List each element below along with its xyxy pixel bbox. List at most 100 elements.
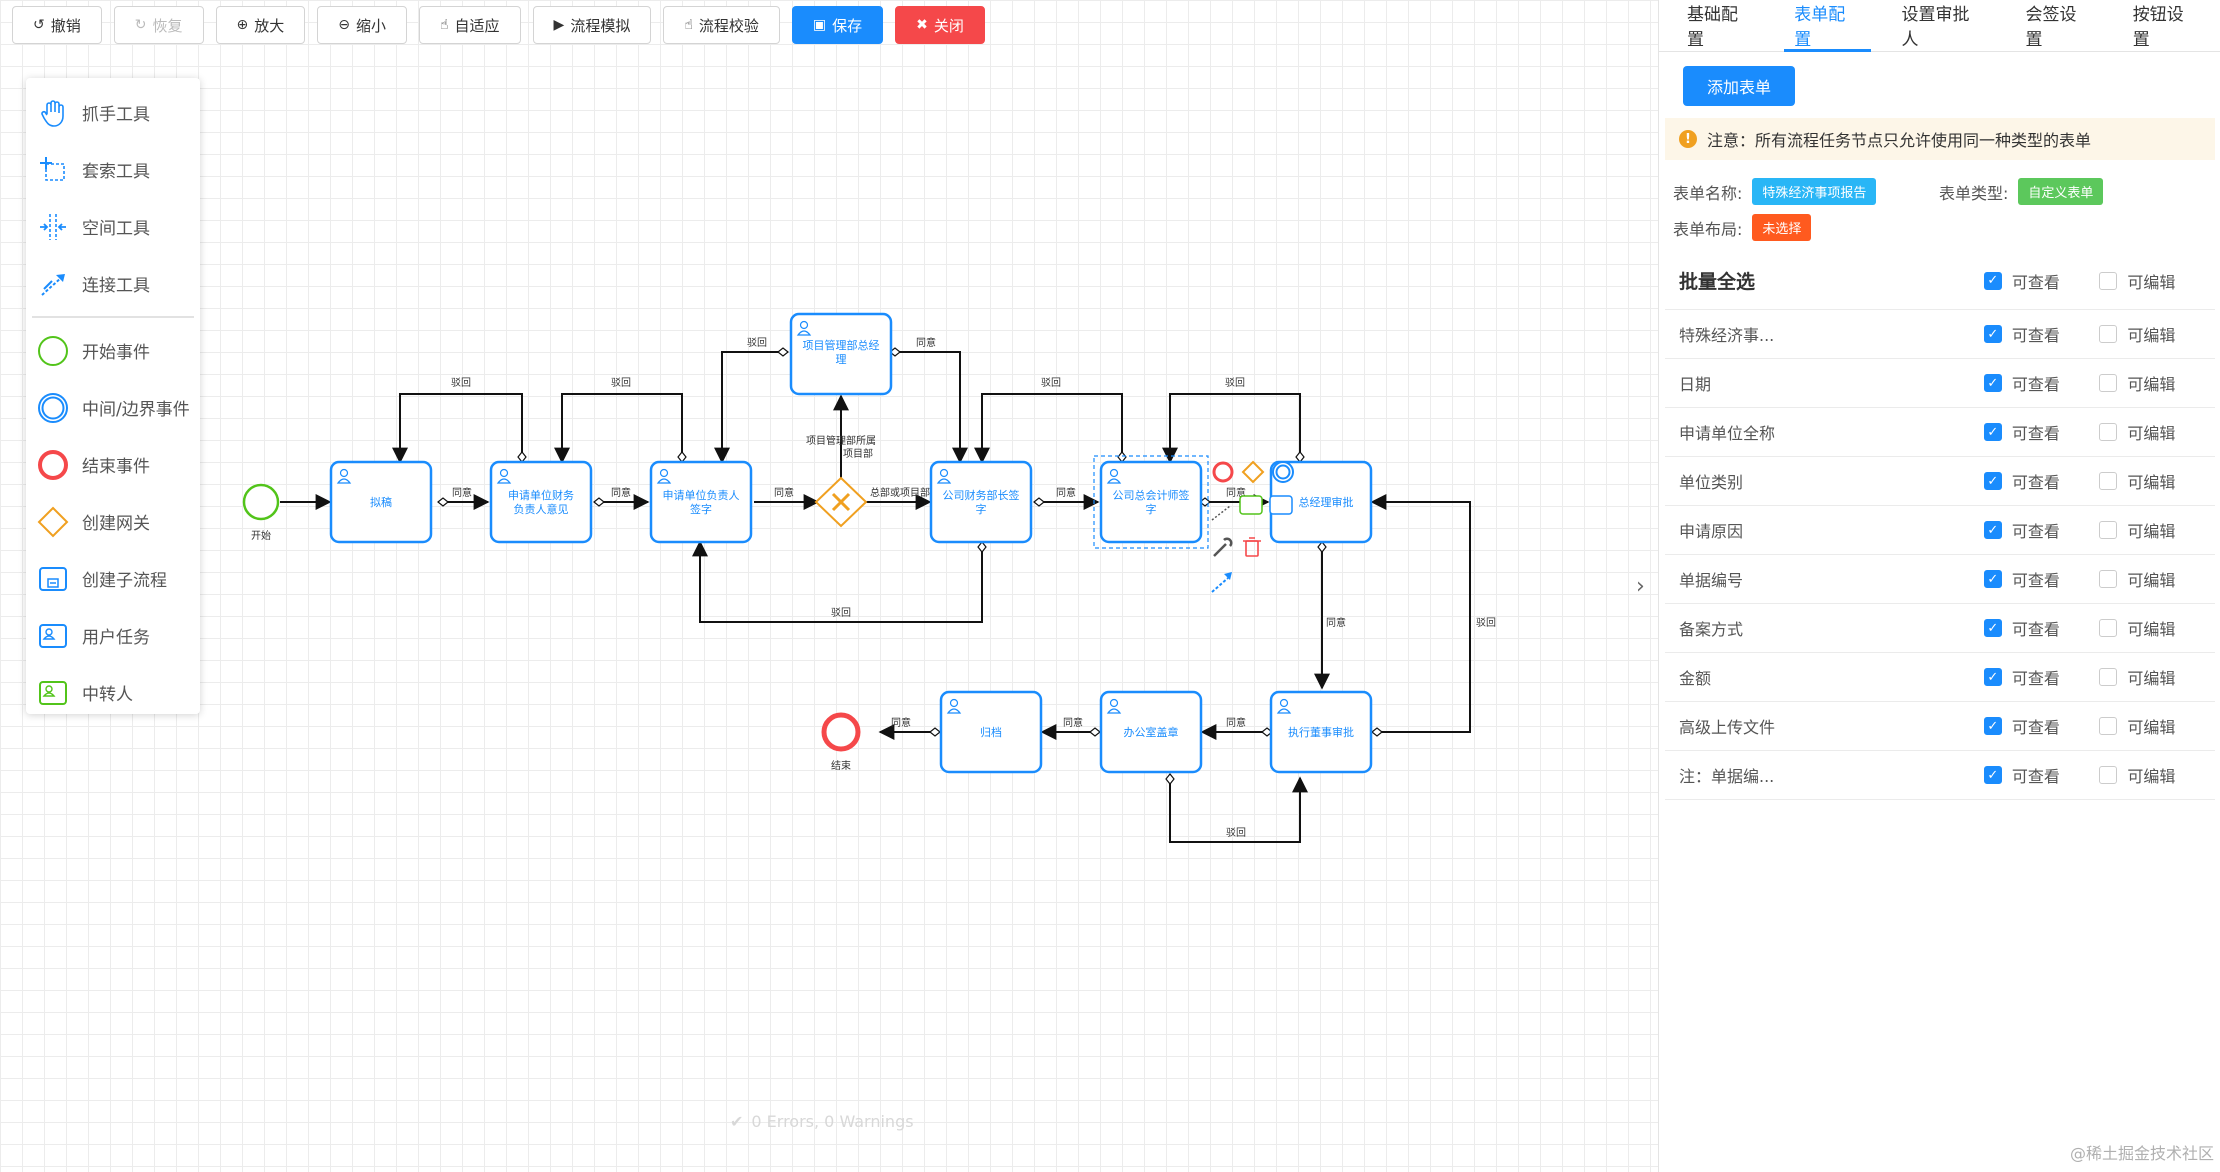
append-connection-icon[interactable] xyxy=(1211,505,1231,521)
palette-gateway[interactable]: 创建网关 xyxy=(26,493,200,550)
subprocess-icon xyxy=(36,562,70,596)
task-company-finance[interactable] xyxy=(929,460,1033,544)
edge-label: 同意 xyxy=(1326,616,1346,629)
palette-connect-tool[interactable]: 连接工具 xyxy=(26,255,200,312)
edge-label: 同意 xyxy=(1226,716,1246,729)
palette-end-event[interactable]: 结束事件 xyxy=(26,436,200,493)
palette-space-tool[interactable]: 空间工具 xyxy=(26,198,200,255)
view-checkbox[interactable]: ✓ xyxy=(1983,521,2002,539)
select-all-view-checkbox[interactable]: ✓ xyxy=(1983,271,2002,290)
chevron-right-icon[interactable]: › xyxy=(1636,574,1645,599)
field-name: 金额 xyxy=(1679,669,1712,688)
edit-checkbox[interactable] xyxy=(2099,423,2118,441)
save-button[interactable]: ▣保存 xyxy=(791,6,884,44)
append-gateway-icon[interactable] xyxy=(1241,460,1265,484)
append-user-task-icon[interactable] xyxy=(1269,495,1293,515)
edge-label: 同意 xyxy=(916,336,936,349)
validation-status: ✔ 0 Errors, 0 Warnings xyxy=(730,1112,914,1131)
tab-basic-config[interactable]: 基础配置 xyxy=(1687,5,1738,50)
task-draft[interactable] xyxy=(329,460,433,544)
palette-hand-tool[interactable]: 抓手工具 xyxy=(26,84,200,141)
task-label: 理 xyxy=(836,353,847,366)
view-checkbox[interactable]: ✓ xyxy=(1983,668,2002,686)
view-checkbox[interactable]: ✓ xyxy=(1983,619,2002,637)
edge-label: 驳回 xyxy=(611,377,631,389)
fit-view-button[interactable]: ☝自适应 xyxy=(419,6,521,44)
edge-label: 同意 xyxy=(611,486,631,499)
start-event[interactable]: 开始 xyxy=(242,483,280,542)
user-icon xyxy=(936,468,952,484)
close-button[interactable]: ✖关闭 xyxy=(895,6,985,44)
wrench-icon[interactable] xyxy=(1213,537,1233,557)
task-project-mgmt[interactable] xyxy=(789,312,893,396)
view-checkbox[interactable]: ✓ xyxy=(1983,374,2002,392)
task-office-seal[interactable] xyxy=(1099,690,1203,774)
task-label: 字 xyxy=(1146,502,1157,516)
view-checkbox[interactable]: ✓ xyxy=(1983,325,2002,343)
add-form-button[interactable]: 添加表单 xyxy=(1683,66,1795,106)
view-checkbox[interactable]: ✓ xyxy=(1983,570,2002,588)
user-icon xyxy=(1276,698,1292,714)
user-icon xyxy=(946,698,962,714)
redo-button[interactable]: ↻恢复 xyxy=(113,6,204,44)
palette-intermediate-event[interactable]: 中间/边界事件 xyxy=(26,379,200,436)
notice-banner: ! 注意：所有流程任务节点只允许使用同一种类型的表单 xyxy=(1665,118,2215,160)
view-checkbox[interactable]: ✓ xyxy=(1983,717,2002,735)
edge-label: 总部或项目部 xyxy=(870,486,930,499)
edit-checkbox[interactable] xyxy=(2099,570,2118,588)
palette-lasso-tool[interactable]: 套索工具 xyxy=(26,141,200,198)
bpmn-canvas[interactable]: ↺撤销 ↻恢复 ⊕放大 ⊖缩小 ☝自适应 ▶流程模拟 ☝流程校验 ▣保存 ✖关闭… xyxy=(0,0,1658,1172)
append-relay-icon[interactable] xyxy=(1239,495,1263,515)
view-checkbox[interactable]: ✓ xyxy=(1983,423,2002,441)
validate-button[interactable]: ☝流程校验 xyxy=(663,6,780,44)
task-exec-director[interactable] xyxy=(1269,690,1373,774)
tab-form-config[interactable]: 表单配置 xyxy=(1774,0,1881,52)
task-archive[interactable] xyxy=(939,690,1043,774)
task-label: 申请单位负责人 xyxy=(663,488,740,502)
edit-checkbox[interactable] xyxy=(2099,374,2118,392)
simulate-button[interactable]: ▶流程模拟 xyxy=(532,6,652,44)
edit-checkbox[interactable] xyxy=(2099,521,2118,539)
tab-buttons[interactable]: 按钮设置 xyxy=(2132,5,2184,50)
task-unit-head[interactable] xyxy=(649,460,753,544)
svg-text:开始: 开始 xyxy=(251,529,271,542)
view-checkbox[interactable]: ✓ xyxy=(1983,766,2002,784)
undo-button[interactable]: ↺撤销 xyxy=(12,6,102,44)
connect-tool-icon[interactable] xyxy=(1211,577,1229,593)
intermediate-event-icon xyxy=(36,391,70,425)
form-type-tag[interactable]: 自定义表单 xyxy=(2018,178,2104,205)
edit-checkbox[interactable] xyxy=(2099,668,2118,686)
trash-icon[interactable] xyxy=(1245,540,1259,557)
palette-relay[interactable]: 中转人 xyxy=(26,664,200,721)
palette-start-event[interactable]: 开始事件 xyxy=(26,322,200,379)
select-all-edit-checkbox[interactable] xyxy=(2099,271,2118,290)
form-name-row: 表单名称: 特殊经济事项报告 xyxy=(1673,178,1877,205)
append-end-event-icon[interactable] xyxy=(1212,461,1234,483)
exclusive-gateway[interactable] xyxy=(814,476,868,528)
edit-checkbox[interactable] xyxy=(2099,472,2118,490)
edit-checkbox[interactable] xyxy=(2099,325,2118,343)
edit-checkbox[interactable] xyxy=(2099,717,2118,735)
form-name-tag[interactable]: 特殊经济事项报告 xyxy=(1752,178,1877,205)
validate-icon: ☝ xyxy=(684,17,693,33)
end-event[interactable]: 结束 xyxy=(821,712,861,772)
field-name: 单据编号 xyxy=(1679,571,1744,590)
task-label: 字 xyxy=(976,502,987,516)
field-permission-row: 金额✓可查看可编辑 xyxy=(1665,653,2215,702)
tab-approver[interactable]: 设置审批人 xyxy=(1901,5,1970,50)
task-finance-head[interactable] xyxy=(489,460,593,544)
panel-tabs: 基础配置 表单配置 设置审批人 会签设置 按钮设置 xyxy=(1659,0,2220,52)
palette-user-task[interactable]: 用户任务 xyxy=(26,607,200,664)
edit-checkbox[interactable] xyxy=(2099,619,2118,637)
fit-icon: ☝ xyxy=(440,17,449,33)
task-chief-accountant[interactable] xyxy=(1099,460,1203,544)
form-layout-tag[interactable]: 未选择 xyxy=(1752,214,1812,241)
undo-icon: ↺ xyxy=(33,17,45,33)
zoom-out-button[interactable]: ⊖缩小 xyxy=(317,6,407,44)
palette-subprocess[interactable]: 创建子流程 xyxy=(26,550,200,607)
zoom-in-button[interactable]: ⊕放大 xyxy=(215,6,306,44)
view-checkbox[interactable]: ✓ xyxy=(1983,472,2002,490)
edit-checkbox[interactable] xyxy=(2099,766,2118,784)
tab-countersign[interactable]: 会签设置 xyxy=(2025,5,2077,50)
task-label: 签字 xyxy=(690,502,712,516)
